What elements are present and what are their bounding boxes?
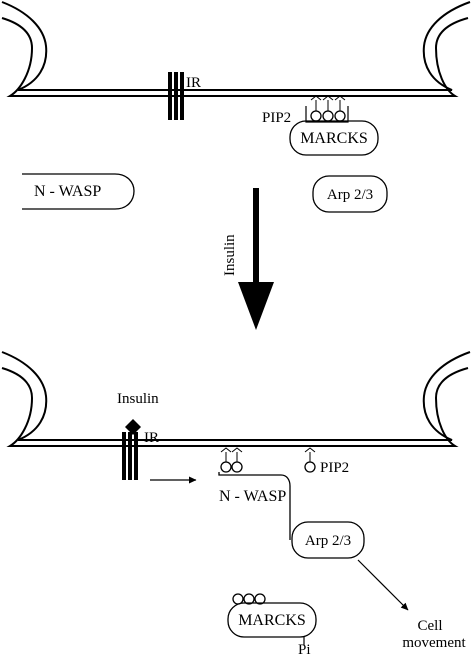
marcks-label-before: MARCKS: [300, 130, 368, 147]
outcome-label-line1: Cell: [418, 618, 443, 634]
phosphate-label: Pi: [298, 642, 311, 656]
insulin-label-after: Insulin: [117, 391, 159, 407]
arp-label-before: Arp 2/3: [327, 187, 373, 203]
arp-box-after: [291, 521, 365, 559]
transition-arrow-label: Insulin: [222, 234, 238, 276]
insulin-ligand: [125, 419, 141, 435]
receptor-label-after: IR: [144, 430, 159, 446]
movement-arrow: [357, 559, 409, 611]
arp-label-after: Arp 2/3: [305, 533, 351, 549]
pip2-label-before: PIP2: [262, 110, 291, 126]
nwasp-label-before: N - WASP: [34, 183, 101, 200]
cell-membrane-bottom: [1, 351, 471, 447]
marcks-released: [227, 593, 317, 645]
outcome-label-line2: movement: [402, 635, 466, 651]
arp-box-before: [312, 175, 388, 213]
pip2-label-after: PIP2: [320, 460, 349, 476]
transition-arrow: [238, 188, 274, 330]
receptor-label-before: IR: [186, 75, 201, 91]
marcks-label-after: MARCKS: [238, 612, 306, 629]
panel-before: IR PIP2 MARCKS N - WASP Arp 2/3: [0, 0, 471, 213]
pip2-pair-after: [220, 447, 243, 473]
pip2-free-after: [304, 447, 316, 473]
cell-membrane-top: [0, 0, 471, 97]
nwasp-box-before: [22, 173, 135, 210]
nwasp-shape-after: [218, 472, 291, 540]
marcks-box-before: [289, 120, 379, 156]
insulin-receptor-after: [122, 432, 138, 480]
pip2-cluster-before: [305, 95, 349, 123]
panel-after: Insulin IR PIP2 N - WASP Arp 2/3: [1, 351, 471, 656]
insulin-receptor-before: [168, 72, 184, 120]
nwasp-label-after: N - WASP: [219, 488, 286, 505]
